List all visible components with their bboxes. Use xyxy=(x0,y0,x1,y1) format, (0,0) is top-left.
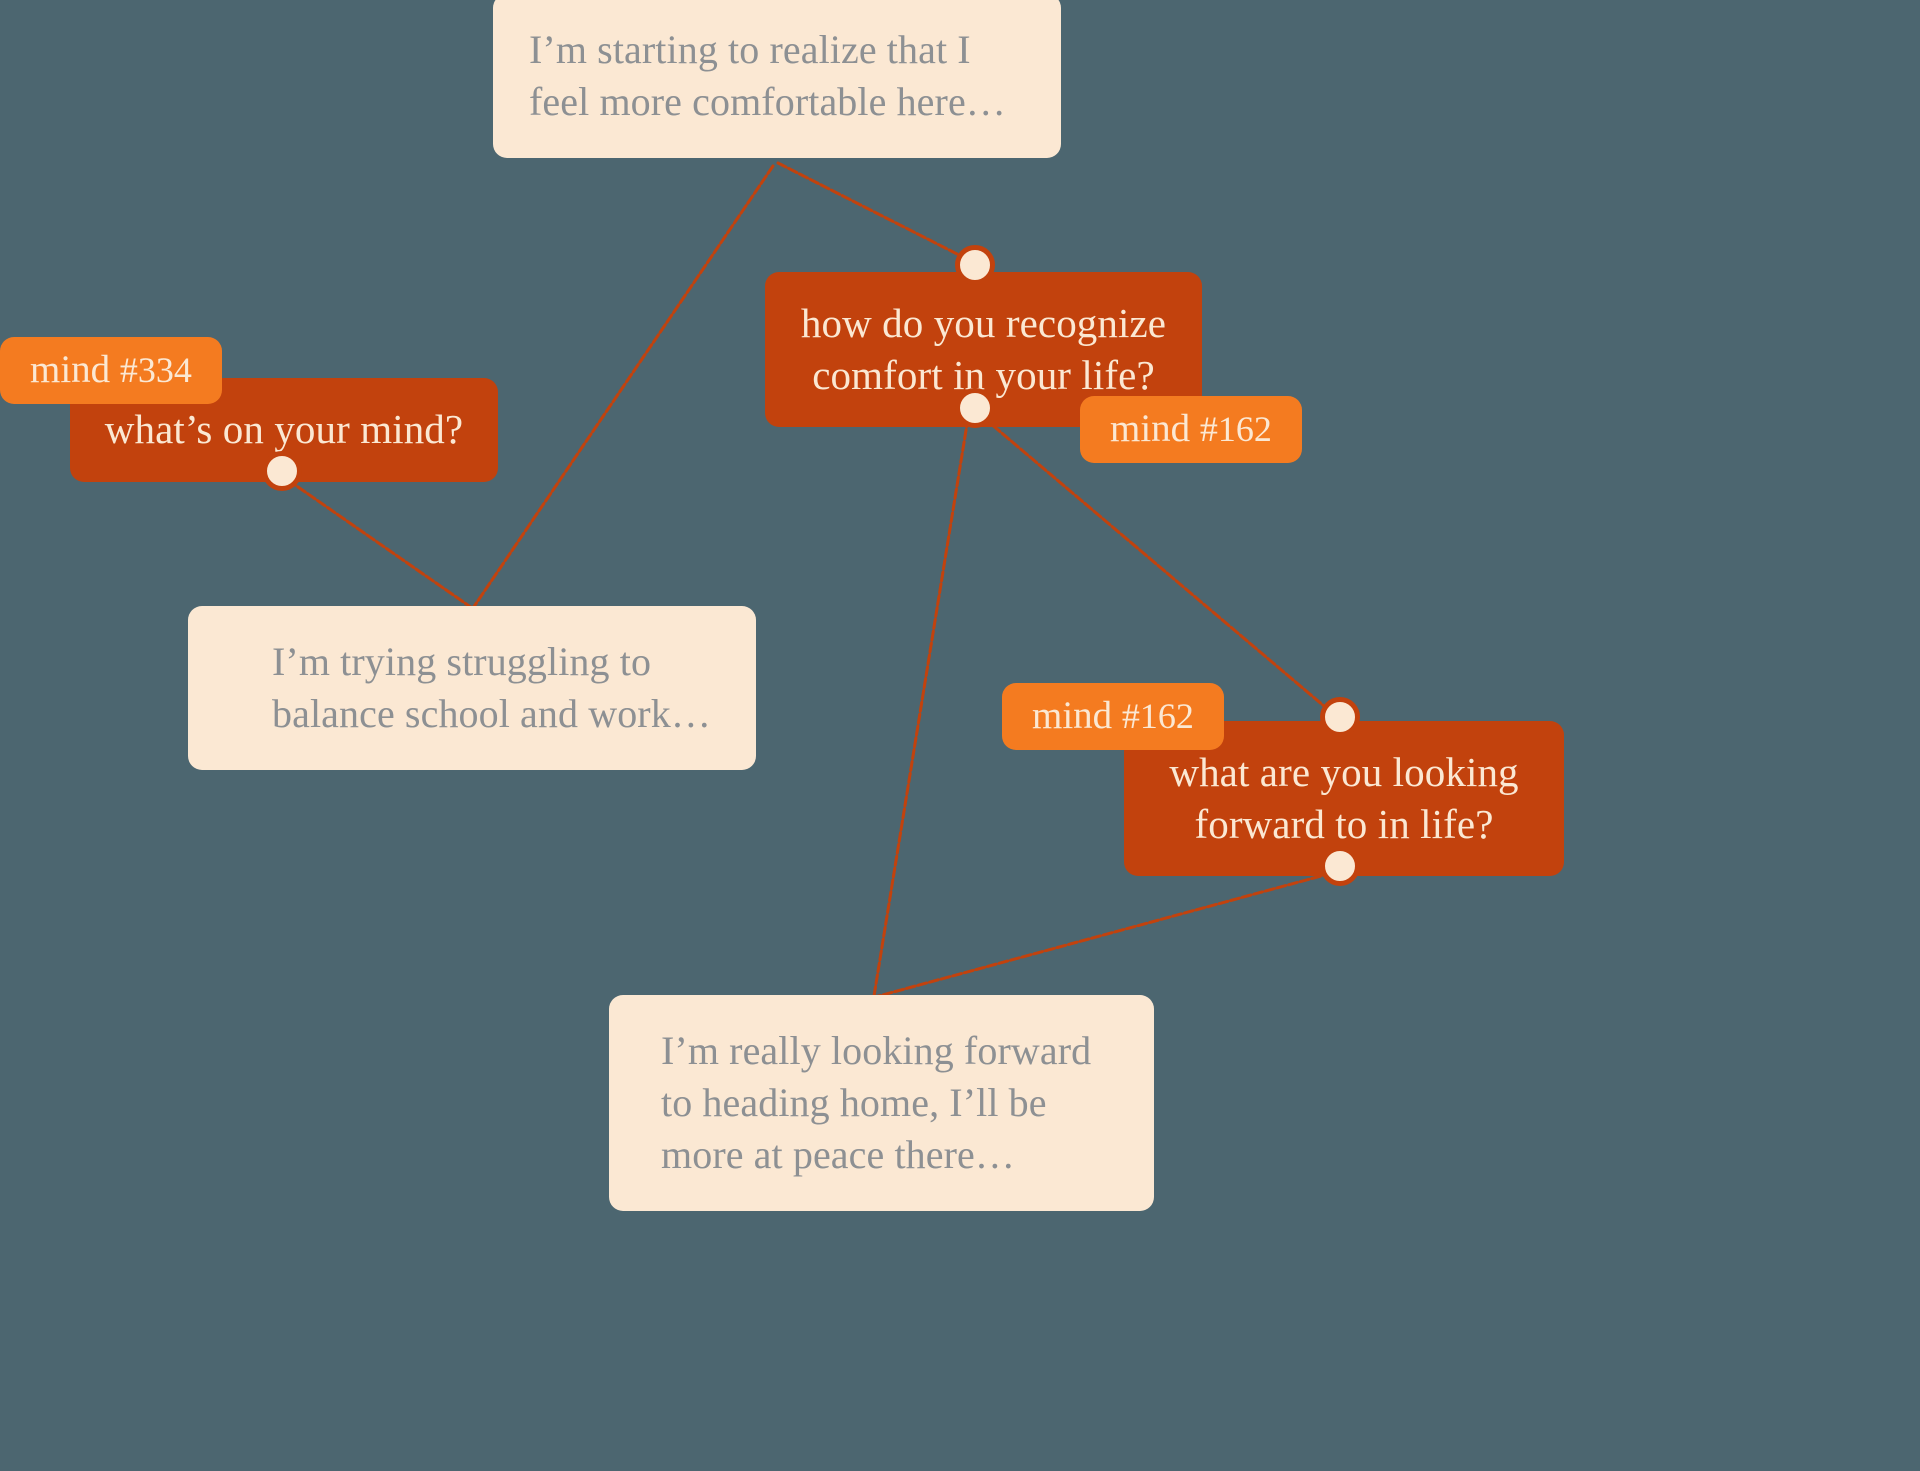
prompt-line: what are you looking xyxy=(1169,749,1519,795)
edge-e1 xyxy=(776,161,967,260)
node-handle-prompt2-bottom[interactable] xyxy=(955,388,995,428)
badge-label: mind xyxy=(30,348,111,391)
edge-e4 xyxy=(872,416,970,998)
user-message-card-3[interactable]: I’m really looking forward to heading ho… xyxy=(609,995,1154,1211)
node-handle-prompt1-bottom[interactable] xyxy=(262,451,302,491)
prompt-line: forward to in life? xyxy=(1194,800,1494,847)
user-message-line: I’m really looking forward xyxy=(661,1028,1092,1073)
badge-label: mind xyxy=(1032,694,1113,737)
user-message-line: to heading home, I’ll be xyxy=(661,1080,1047,1125)
user-message-line: I’m starting to realize that I xyxy=(529,27,971,72)
user-message-line: balance school and work… xyxy=(272,691,711,736)
node-handle-prompt2-top[interactable] xyxy=(955,245,995,285)
user-message-line: I’m trying struggling to xyxy=(272,639,652,684)
edge-e3 xyxy=(286,478,474,610)
user-message-line: more at peace there… xyxy=(661,1132,1016,1177)
badge-mind-162-looking-forward[interactable]: mind #162 xyxy=(1002,683,1224,750)
user-message-card-2[interactable]: I’m trying struggling to balance school … xyxy=(188,606,756,770)
prompt-line: what’s on your mind? xyxy=(104,406,464,452)
prompt-line: how do you recognize xyxy=(800,300,1167,346)
badge-number: #162 xyxy=(1199,409,1272,449)
edge-e6 xyxy=(873,871,1334,999)
badge-number: #162 xyxy=(1121,696,1194,736)
edge-e2 xyxy=(471,164,775,610)
user-message-card-1[interactable]: I’m starting to realize that I feel more… xyxy=(493,0,1061,158)
node-handle-prompt3-top[interactable] xyxy=(1320,697,1360,737)
node-handle-prompt3-bottom[interactable] xyxy=(1320,846,1360,886)
badge-number: #334 xyxy=(119,350,192,390)
badge-mind-334[interactable]: mind #334 xyxy=(0,337,222,404)
badge-label: mind xyxy=(1110,407,1191,450)
badge-mind-162-comfort[interactable]: mind #162 xyxy=(1080,396,1302,463)
user-message-line: feel more comfortable here… xyxy=(529,79,1006,124)
